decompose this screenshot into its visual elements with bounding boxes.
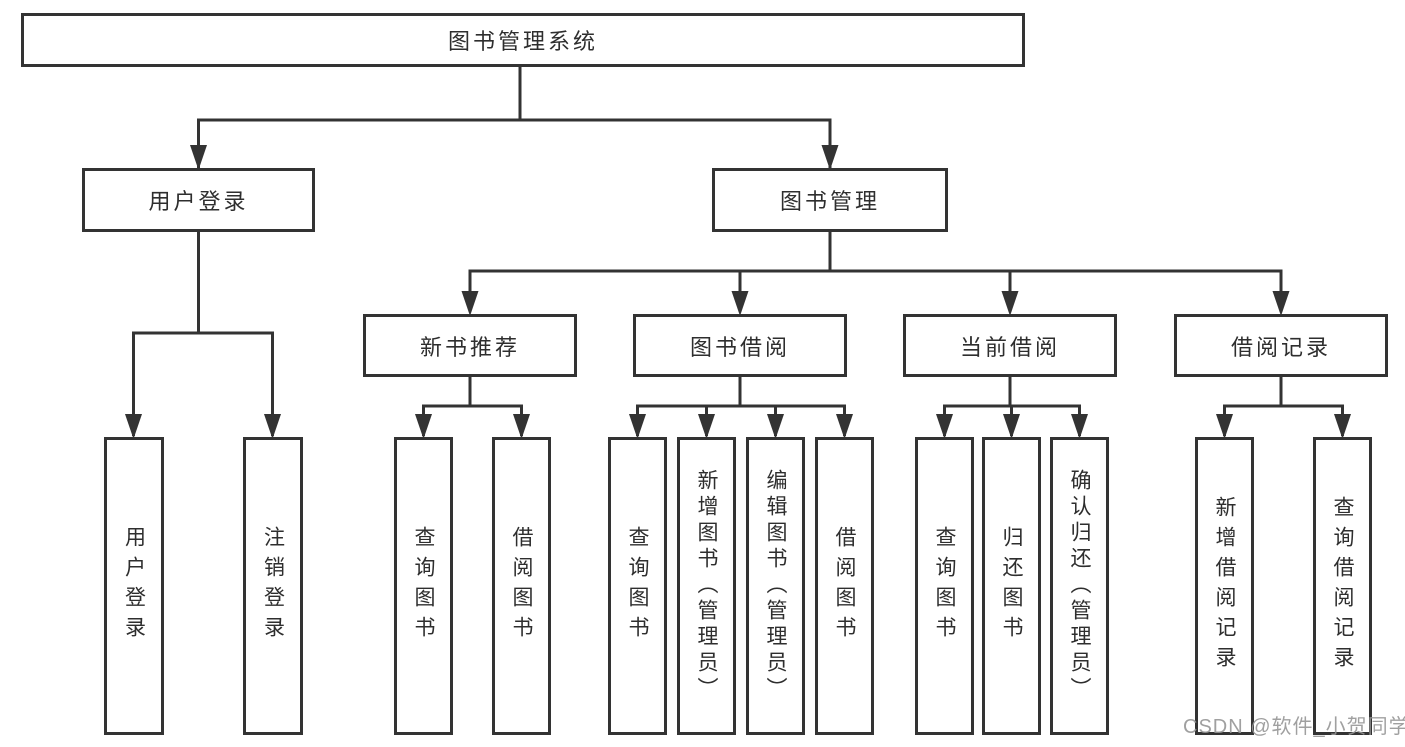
node-user-login: 用户登录 [82, 168, 315, 232]
node-current-borrow-label: 当前借阅 [959, 334, 1060, 360]
leaf-current-confirm-return-admin-label: 确认归还（管理员） [1068, 469, 1092, 703]
arrowhead-icon [1272, 291, 1290, 316]
leaf-borrow-borrow-book: 借阅图书 [815, 437, 874, 735]
arrowhead-icon [125, 414, 142, 439]
arrowhead-icon [1071, 414, 1088, 439]
leaf-borrow-query-book: 查询图书 [608, 437, 667, 735]
leaf-current-query-book: 查询图书 [915, 437, 974, 735]
node-root-label: 图书管理系统 [447, 29, 598, 54]
leaf-current-return-book-label: 归还图书 [1000, 526, 1024, 646]
leaf-logout-login-label: 注销登录 [261, 526, 285, 646]
node-new-book-recommend-label: 新书推荐 [419, 334, 520, 360]
arrowhead-icon [264, 414, 281, 439]
arrowhead-icon [936, 414, 953, 439]
node-new-book-recommend: 新书推荐 [363, 314, 577, 377]
arrowhead-icon [1001, 291, 1019, 316]
leaf-user-login-label: 用户登录 [122, 526, 146, 646]
leaf-recommend-query-book: 查询图书 [394, 437, 453, 735]
leaf-record-query: 查询借阅记录 [1313, 437, 1372, 735]
arrowhead-icon [190, 145, 207, 170]
leaf-current-return-book: 归还图书 [982, 437, 1041, 735]
node-book-borrow: 图书借阅 [633, 314, 847, 377]
leaf-record-query-label: 查询借阅记录 [1331, 496, 1355, 676]
leaf-borrow-add-book-admin: 新增图书（管理员） [677, 437, 736, 735]
arrowhead-icon [836, 414, 853, 439]
arrowhead-icon [415, 414, 432, 439]
arrowhead-icon [1216, 414, 1233, 439]
node-borrow-record-label: 借阅记录 [1230, 334, 1331, 360]
leaf-record-add: 新增借阅记录 [1195, 437, 1254, 735]
leaf-borrow-add-book-admin-label: 新增图书（管理员） [695, 469, 719, 703]
node-book-borrow-label: 图书借阅 [689, 334, 790, 360]
leaf-borrow-edit-book-admin-label: 编辑图书（管理员） [764, 469, 788, 703]
leaf-current-query-book-label: 查询图书 [933, 526, 957, 646]
leaf-recommend-borrow-book: 借阅图书 [492, 437, 551, 735]
arrowhead-icon [821, 145, 839, 170]
node-root: 图书管理系统 [21, 13, 1025, 67]
leaf-borrow-borrow-book-label: 借阅图书 [833, 526, 857, 646]
arrowhead-icon [1003, 414, 1020, 439]
arrowhead-icon [461, 291, 479, 316]
node-book-management: 图书管理 [712, 168, 948, 232]
node-book-management-label: 图书管理 [779, 189, 880, 214]
leaf-recommend-borrow-book-label: 借阅图书 [510, 526, 534, 646]
arrowhead-icon [513, 414, 530, 439]
arrowhead-icon [629, 414, 646, 439]
node-borrow-record: 借阅记录 [1174, 314, 1388, 377]
leaf-logout-login: 注销登录 [243, 437, 303, 735]
watermark-text: CSDN @软件_小贺同学 [1183, 716, 1405, 738]
arrowhead-icon [1334, 414, 1351, 439]
node-current-borrow: 当前借阅 [903, 314, 1117, 377]
arrowhead-icon [767, 414, 784, 439]
arrowhead-icon [731, 291, 749, 316]
leaf-borrow-edit-book-admin: 编辑图书（管理员） [746, 437, 805, 735]
leaf-borrow-query-book-label: 查询图书 [626, 526, 650, 646]
leaf-current-confirm-return-admin: 确认归还（管理员） [1050, 437, 1109, 735]
leaf-user-login: 用户登录 [104, 437, 164, 735]
arrowhead-icon [698, 414, 715, 439]
node-user-login-label: 用户登录 [148, 189, 249, 214]
leaf-recommend-query-book-label: 查询图书 [412, 526, 436, 646]
leaf-record-add-label: 新增借阅记录 [1213, 496, 1237, 676]
